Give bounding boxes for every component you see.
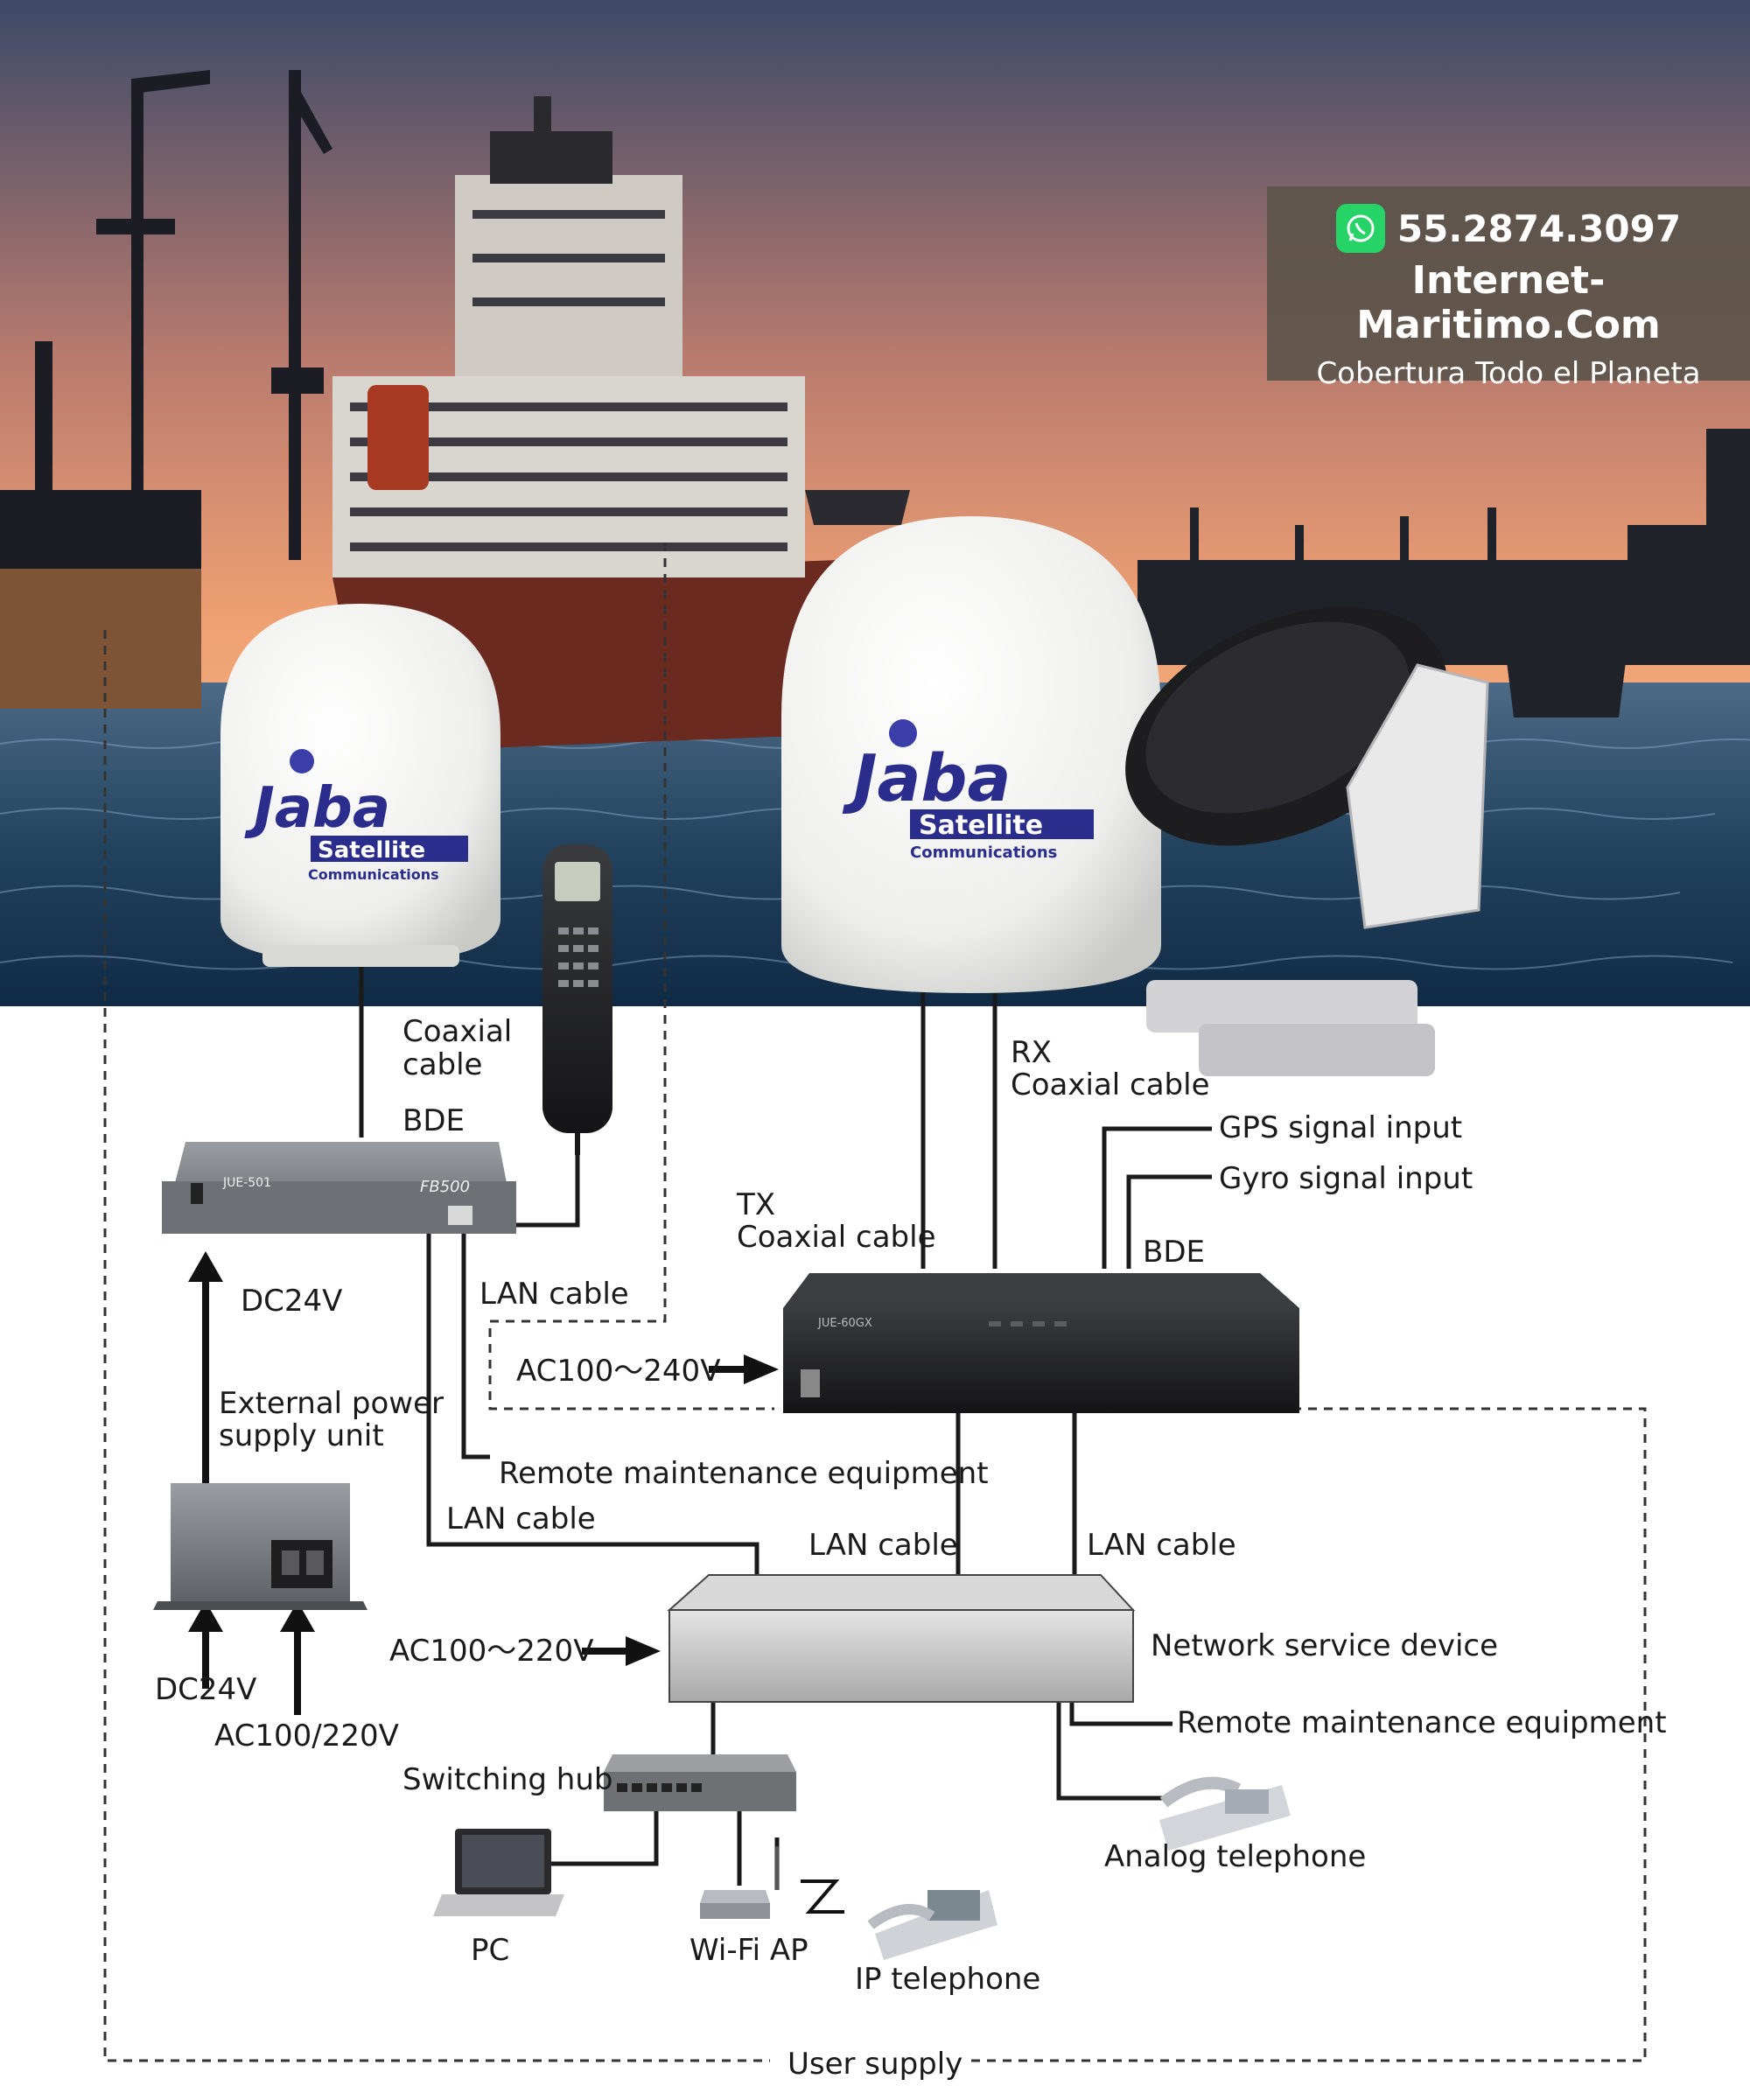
small-bde-product-text: FB500 (420, 1178, 470, 1196)
large-radome: Jaba Satellite Communications (781, 516, 1161, 993)
handset (542, 844, 612, 1155)
label-ac100-220-nsd: AC100～220V (389, 1634, 594, 1669)
label-rx: RX (1011, 1035, 1052, 1070)
wifi-ap-device (700, 1846, 779, 1919)
switching-hub-device (604, 1754, 796, 1811)
label-tx-coaxial-cable: Coaxial cable (737, 1220, 936, 1255)
label-gps-input: GPS signal input (1219, 1110, 1463, 1145)
label-rx-coaxial-cable: Coaxial cable (1011, 1068, 1210, 1102)
small-bde-model-text: JUE-501 (222, 1176, 271, 1190)
svg-text:Communications: Communications (910, 844, 1057, 862)
label-gyro-input: Gyro signal input (1219, 1161, 1474, 1196)
large-bde-unit: JUE-60GX (783, 1273, 1299, 1413)
label-network-service-device: Network service device (1151, 1628, 1499, 1663)
label-dc24v-top: DC24V (241, 1284, 343, 1319)
contact-banner: 55.2874.3097 Internet-Maritimo.Com Cober… (1267, 186, 1750, 391)
label-analog-telephone: Analog telephone (1104, 1839, 1367, 1874)
svg-text:Communications: Communications (308, 866, 439, 883)
label-switching-hub: Switching hub (402, 1762, 613, 1797)
label-user-supply: User supply (788, 2047, 963, 2082)
label-external-power-1: External power (219, 1386, 444, 1421)
power-arrows (188, 1251, 779, 1715)
svg-text:Satellite: Satellite (318, 837, 425, 864)
vsat-antenna (1125, 606, 1489, 1076)
label-tx: TX (737, 1187, 776, 1222)
small-bde-unit: JUE-501 FB500 (162, 1142, 516, 1234)
tagline: Cobertura Todo el Planeta (1316, 356, 1701, 391)
label-external-power-2: supply unit (219, 1418, 384, 1453)
label-pc: PC (471, 1933, 510, 1968)
label-lan-cable-left: LAN cable (480, 1277, 629, 1312)
label-remote-maint-left: Remote maintenance equipment (499, 1456, 989, 1491)
label-coaxial-cable-2: cable (402, 1047, 483, 1082)
label-lan-cable-mid2: LAN cable (1087, 1528, 1236, 1563)
label-lan-cable-mid1: LAN cable (808, 1528, 958, 1563)
phone-number[interactable]: 55.2874.3097 (1396, 206, 1682, 250)
label-dc24v-bottom: DC24V (155, 1672, 257, 1707)
svg-text:Jaba: Jaba (244, 776, 390, 841)
label-remote-maint-right: Remote maintenance equipment (1177, 1705, 1667, 1740)
power-supply-unit (153, 1483, 368, 1610)
large-bde-model-text: JUE-60GX (817, 1317, 872, 1330)
small-radome: Jaba Satellite Communications (220, 604, 500, 967)
label-bde-small: BDE (402, 1103, 465, 1138)
cables (359, 962, 1212, 1890)
label-lan-cable-bottom-left: LAN cable (446, 1502, 596, 1536)
label-ac100-220-psu: AC100/220V (214, 1718, 399, 1754)
wireless-link-icon (801, 1880, 844, 1914)
label-ip-telephone: IP telephone (855, 1962, 1041, 1997)
label-coaxial-cable-1: Coaxial (402, 1014, 513, 1049)
ip-telephone-device (867, 1890, 998, 1960)
pc-laptop (433, 1829, 564, 1916)
svg-text:Jaba: Jaba (842, 741, 1011, 816)
analog-telephone-device (1159, 1776, 1291, 1851)
whatsapp-icon[interactable] (1335, 204, 1385, 253)
label-wifi-ap: Wi-Fi AP (690, 1933, 808, 1968)
label-ac100-240: AC100～240V (516, 1354, 721, 1389)
website-link[interactable]: Internet-Maritimo.Com (1356, 258, 1661, 347)
brand-logo: Jaba Satellite Communications (244, 749, 468, 883)
svg-text:Satellite: Satellite (919, 810, 1043, 841)
network-service-device (667, 1574, 1136, 1703)
brand-logo-large: Jaba Satellite Communications (842, 719, 1094, 862)
user-supply-boundary (103, 542, 1647, 2062)
label-bde-large: BDE (1143, 1235, 1205, 1270)
